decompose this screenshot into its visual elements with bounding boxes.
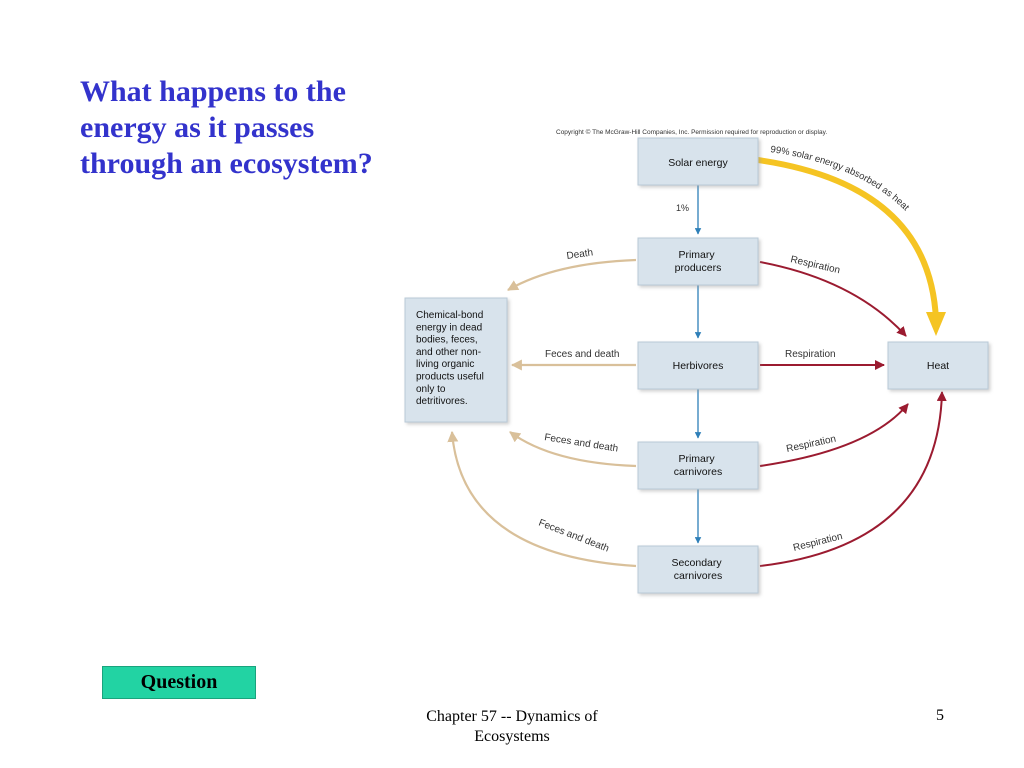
title-line-2: energy as it passes <box>80 111 315 144</box>
footer-line-2: Ecosystems <box>474 728 550 745</box>
node-primary-producers: Primary producers <box>637 237 759 286</box>
solar-heat-arrow <box>757 157 939 321</box>
svg-text:Chemical-bond energy in: Chemical-bond energy in dead bodies, fec… <box>416 310 487 407</box>
death-label: Death <box>566 247 594 262</box>
energy-flow-diagram: Copyright © The McGraw-Hill Companies, I… <box>404 128 989 594</box>
feces-arrow-secondary <box>447 430 637 568</box>
node-detritus-line-6: products useful <box>416 372 484 383</box>
node-detritus-line-3: bodies, feces, <box>416 335 478 346</box>
feces-arrow-carnivores <box>509 431 637 468</box>
feces-death-label-2: Feces and death <box>544 432 619 455</box>
node-solar-energy: Solar energy <box>637 137 759 186</box>
svg-text:Secondary carnivores: Secondary carnivores <box>671 557 724 582</box>
node-detritus-line-4: and other non- <box>416 347 481 358</box>
node-heat-label: Heat <box>927 360 949 372</box>
footer-chapter-title: Chapter 57 -- Dynamics of Ecosystems <box>380 707 644 747</box>
respiration-label-1: Respiration <box>789 254 841 276</box>
node-detritus-line-1: Chemical-bond <box>416 310 483 321</box>
node-carnivores1-line-1: Primary <box>678 453 715 465</box>
node-detritus-line-8: detritivores. <box>416 396 468 407</box>
svg-text:Solar energy: Solar energy <box>668 157 728 169</box>
svg-text:Heat: Heat <box>927 360 949 372</box>
node-detritus-line-2: energy in dead <box>416 322 482 333</box>
node-carnivores1-line-2: carnivores <box>674 466 722 478</box>
node-carnivores2-line-1: Secondary <box>671 557 722 569</box>
node-detritus-line-7: only to <box>416 384 446 395</box>
node-producers-line-2: producers <box>675 262 722 274</box>
solar-heat-arrowhead <box>926 312 946 336</box>
footer-line-1: Chapter 57 -- Dynamics of <box>426 708 598 725</box>
solar-absorbed-label: 99% solar energy absorbed as heat <box>770 144 912 213</box>
svg-text:Primary carnivores: Primary carnivores <box>674 453 722 478</box>
question-button[interactable]: Question <box>102 666 256 699</box>
node-solar-label: Solar energy <box>668 157 728 169</box>
respiration-arrow-producers <box>759 261 907 337</box>
node-producers-line-1: Primary <box>678 249 715 261</box>
respiration-arrow-secondary <box>759 391 947 567</box>
title-line-1: What happens to the <box>80 75 346 108</box>
node-herbivores-label: Herbivores <box>673 360 724 372</box>
node-detritus-line-5: living organic <box>416 359 474 370</box>
copyright-text: Copyright © The McGraw-Hill Companies, I… <box>556 128 827 136</box>
respiration-label-2: Respiration <box>785 349 836 360</box>
death-arrow-producers <box>507 258 637 291</box>
feces-death-label-1: Feces and death <box>545 349 620 360</box>
node-carnivores2-line-2: carnivores <box>674 570 722 582</box>
node-detritus: Chemical-bond energy in dead bodies, fec… <box>404 297 508 423</box>
node-herbivores: Herbivores <box>637 341 759 390</box>
respiration-label-4: Respiration <box>792 531 844 554</box>
node-heat: Heat <box>887 341 989 390</box>
slide-title: What happens to the energy as it passes … <box>80 74 410 194</box>
node-primary-carnivores: Primary carnivores <box>637 441 759 490</box>
node-secondary-carnivores: Secondary carnivores <box>637 545 759 594</box>
solar-absorbed-text: 99% solar energy absorbed as heat <box>770 144 912 213</box>
page-number: 5 <box>936 707 944 724</box>
one-percent-label: 1% <box>676 203 689 213</box>
svg-text:Primary producers: Primary producers <box>675 249 722 274</box>
svg-text:Herbivores: Herbivores <box>673 360 724 372</box>
respiration-arrow-carnivores <box>759 403 909 467</box>
title-line-3: through an ecosystem? <box>80 147 373 180</box>
